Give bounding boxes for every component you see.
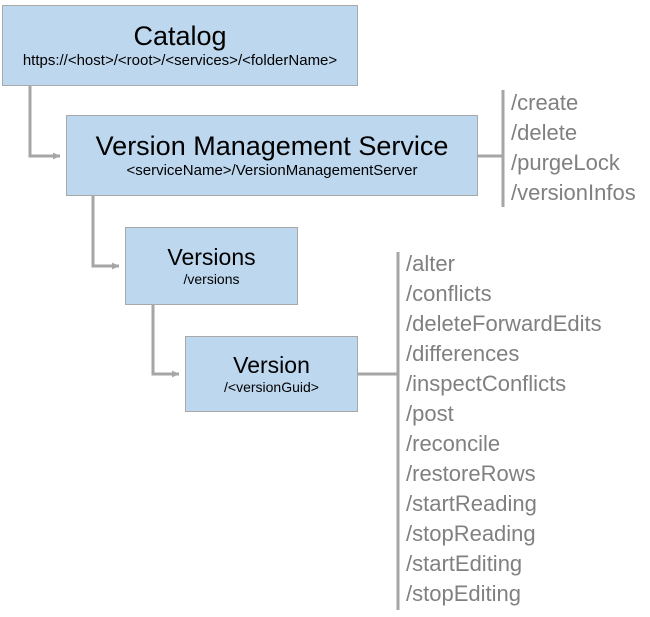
node-catalog[interactable]: Catalog https://<host>/<root>/<services>… <box>2 5 358 86</box>
node-version-management-service-title: Version Management Service <box>95 130 449 161</box>
node-version-management-service-subtitle: <serviceName>/VersionManagementServer <box>126 162 418 180</box>
endpoint-item[interactable]: /delete <box>511 120 578 145</box>
node-versions-title: Versions <box>167 244 256 271</box>
endpoint-item[interactable]: /reconcile <box>406 431 501 456</box>
node-catalog-title: Catalog <box>133 20 227 51</box>
endpoint-item[interactable]: /startEditing <box>406 551 523 576</box>
node-version-management-service[interactable]: Version Management Service <serviceName>… <box>66 115 478 196</box>
node-catalog-subtitle: https://<host>/<root>/<services>/<folder… <box>22 52 338 70</box>
connector-versions-to-version <box>151 305 180 378</box>
endpoint-item[interactable]: /deleteForwardEdits <box>406 311 602 336</box>
node-version-subtitle: /<versionGuid> <box>224 379 319 396</box>
endpoint-item[interactable]: /startReading <box>406 491 537 516</box>
endpoint-item[interactable]: /versionInfos <box>511 180 636 205</box>
endpoint-item[interactable]: /restoreRows <box>406 461 536 486</box>
node-versions-subtitle: /versions <box>183 271 240 288</box>
endpoint-item[interactable]: /conflicts <box>406 281 492 306</box>
node-versions[interactable]: Versions /versions <box>125 227 298 305</box>
connector-vms-to-versions <box>91 196 120 270</box>
endpoint-item[interactable]: /alter <box>406 251 455 276</box>
endpoint-item[interactable]: /stopEditing <box>406 581 521 606</box>
endpoint-list-version: /alter/conflicts/deleteForwardEdits/diff… <box>406 249 602 609</box>
endpoint-item[interactable]: /stopReading <box>406 521 536 546</box>
node-version-title: Version <box>233 352 310 379</box>
endpoint-item[interactable]: /purgeLock <box>511 150 620 175</box>
endpoint-item[interactable]: /differences <box>406 341 520 366</box>
endpoint-item[interactable]: /post <box>406 401 454 426</box>
node-version[interactable]: Version /<versionGuid> <box>185 336 358 412</box>
endpoint-item[interactable]: /inspectConflicts <box>406 371 567 396</box>
endpoint-list-version-management-service: /create/delete/purgeLock/versionInfos <box>511 88 636 208</box>
endpoint-item[interactable]: /create <box>511 90 579 115</box>
connector-catalog-to-vms <box>28 86 61 160</box>
